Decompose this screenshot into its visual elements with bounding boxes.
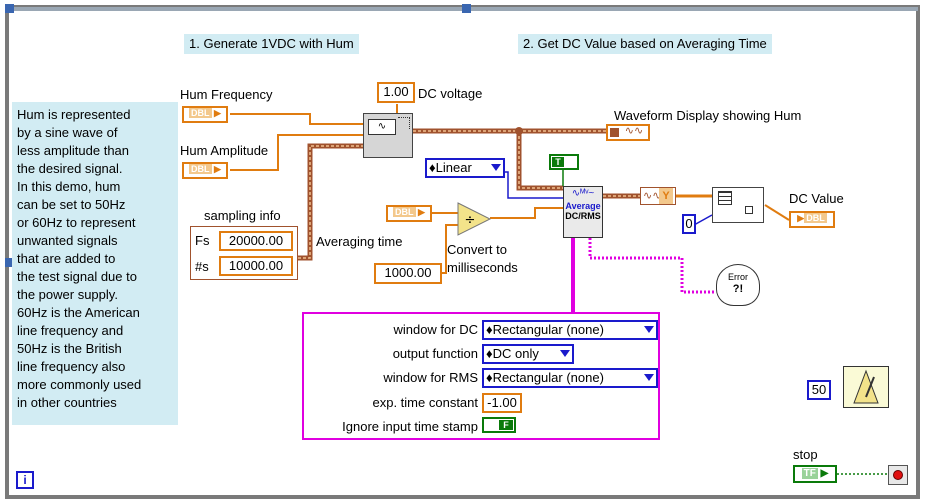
- cluster-row-label: exp. time constant: [372, 395, 479, 410]
- cluster-row-label: window for DC: [393, 322, 478, 337]
- wait-ms-constant[interactable]: 50: [807, 380, 831, 400]
- enum-arrows-icon: ♦: [486, 322, 493, 337]
- linear-enum[interactable]: ♦Linear: [425, 158, 505, 178]
- dc-value-indicator[interactable]: ▶DBL: [789, 211, 835, 228]
- error-handler-subvi[interactable]: Error ?!: [716, 264, 760, 306]
- step2-label: 2. Get DC Value based on Averaging Time: [518, 34, 772, 54]
- description-line: in other countries: [17, 395, 117, 410]
- chevron-down-icon: [560, 350, 570, 357]
- stop-control[interactable]: TF ▶: [793, 465, 837, 483]
- get-waveform-y-node[interactable]: ∿∿ Y: [640, 187, 676, 205]
- averaging-time-control[interactable]: DBL ▶: [386, 205, 432, 222]
- true-constant[interactable]: T: [549, 154, 579, 170]
- average-dc-rms-subvi[interactable]: ∿ᴹᵛ~ Average DC/RMS: [563, 186, 603, 238]
- cluster-row-label: Ignore input time stamp: [342, 419, 478, 434]
- cluster-enum-field[interactable]: ♦Rectangular (none): [482, 320, 658, 340]
- hum-frequency-label: Hum Frequency: [180, 87, 273, 102]
- description-line: line frequency and: [17, 323, 124, 338]
- description-line: by a sine wave of: [17, 125, 118, 140]
- options-cluster: window for DC ♦Rectangular (none) output f…: [302, 312, 660, 440]
- waveform-icon: ∿∿: [624, 125, 644, 137]
- cluster-bool-field[interactable]: F: [482, 417, 516, 433]
- enum-arrows-icon: ♦: [429, 160, 436, 175]
- dc-voltage-label: DC voltage: [418, 86, 483, 101]
- hum-frequency-control[interactable]: DBL ▶: [182, 106, 228, 123]
- waveform-display-indicator[interactable]: ∿∿: [606, 124, 650, 141]
- description-line: that are added to: [17, 251, 116, 266]
- wire-error: [588, 238, 716, 294]
- ns-field[interactable]: 10000.00: [219, 256, 293, 276]
- array-icon: [718, 191, 732, 205]
- description-line: less amplitude than: [17, 143, 130, 158]
- description-line: 60Hz is the American: [17, 305, 140, 320]
- cluster-row-label: window for RMS: [383, 370, 478, 385]
- convert-label-line1: Convert to: [447, 242, 507, 257]
- metronome-icon: [853, 369, 879, 404]
- description-line: or 60Hz to represent: [17, 215, 136, 230]
- ns-label: #s: [195, 259, 209, 274]
- dc-voltage-constant[interactable]: 1.00: [377, 82, 415, 103]
- description-line: line frequency also: [17, 359, 126, 374]
- wait-ms-node[interactable]: [843, 366, 889, 408]
- chevron-down-icon: [491, 164, 501, 171]
- description-line: Hum is represented: [17, 107, 131, 122]
- averaging-time-label: Averaging time: [316, 234, 403, 249]
- cluster-number-field[interactable]: -1.00: [482, 393, 522, 413]
- chevron-down-icon: [644, 374, 654, 381]
- wire-linear: [504, 171, 563, 199]
- sine-wave-icon: ∿: [368, 119, 396, 135]
- description-note: Hum is represented by a sine wave of less …: [12, 102, 178, 425]
- waveform-icon: ∿ᴹᵛ~: [571, 188, 595, 199]
- hum-amplitude-control[interactable]: DBL ▶: [182, 162, 228, 179]
- description-line: can be set to 50Hz: [17, 197, 126, 212]
- description-line: more commonly used: [17, 377, 142, 392]
- description-line: the desired signal.: [17, 161, 123, 176]
- convert-label-line2: milliseconds: [447, 260, 518, 275]
- chevron-down-icon: [644, 326, 654, 333]
- description-line: unwanted signals: [17, 233, 118, 248]
- step1-label: 1. Generate 1VDC with Hum: [184, 34, 359, 54]
- cluster-row-label: output function: [392, 346, 478, 361]
- fs-field[interactable]: 20000.00: [219, 231, 293, 251]
- index-constant[interactable]: 0: [682, 214, 696, 234]
- fs-label: Fs: [195, 233, 210, 248]
- wire-ms: [490, 207, 563, 219]
- hum-amplitude-label: Hum Amplitude: [180, 143, 269, 158]
- milliseconds-constant[interactable]: 1000.00: [374, 263, 442, 284]
- cluster-enum-field[interactable]: ♦DC only: [482, 344, 574, 364]
- dc-value-label: DC Value: [789, 191, 844, 206]
- waveform-icon: ∿∿: [643, 190, 662, 202]
- sampling-info-label: sampling info: [204, 208, 281, 223]
- wire-hum-frequency: [230, 113, 363, 125]
- stop-label: stop: [793, 447, 818, 462]
- svg-text:÷: ÷: [465, 213, 476, 228]
- description-line: In this demo, hum: [17, 179, 121, 194]
- generate-signal-subvi[interactable]: ∿: [363, 113, 413, 158]
- description-line: the test signal due to: [17, 269, 137, 284]
- enum-arrows-icon: ♦: [486, 346, 493, 361]
- enum-arrows-icon: ♦: [486, 370, 493, 385]
- description-line: 50Hz is the British: [17, 341, 122, 356]
- cluster-enum-field[interactable]: ♦Rectangular (none): [482, 368, 658, 388]
- description-line: the power supply.: [17, 287, 118, 302]
- sampling-info-cluster: Fs 20000.00 #s 10000.00: [190, 226, 298, 280]
- info-icon: i: [16, 471, 34, 489]
- stop-sign-icon: [893, 470, 903, 480]
- loop-condition[interactable]: [888, 465, 908, 485]
- index-array-node[interactable]: [712, 187, 764, 223]
- waveform-display-label: Waveform Display showing Hum: [614, 108, 802, 123]
- wire-hum-amplitude: [230, 134, 363, 171]
